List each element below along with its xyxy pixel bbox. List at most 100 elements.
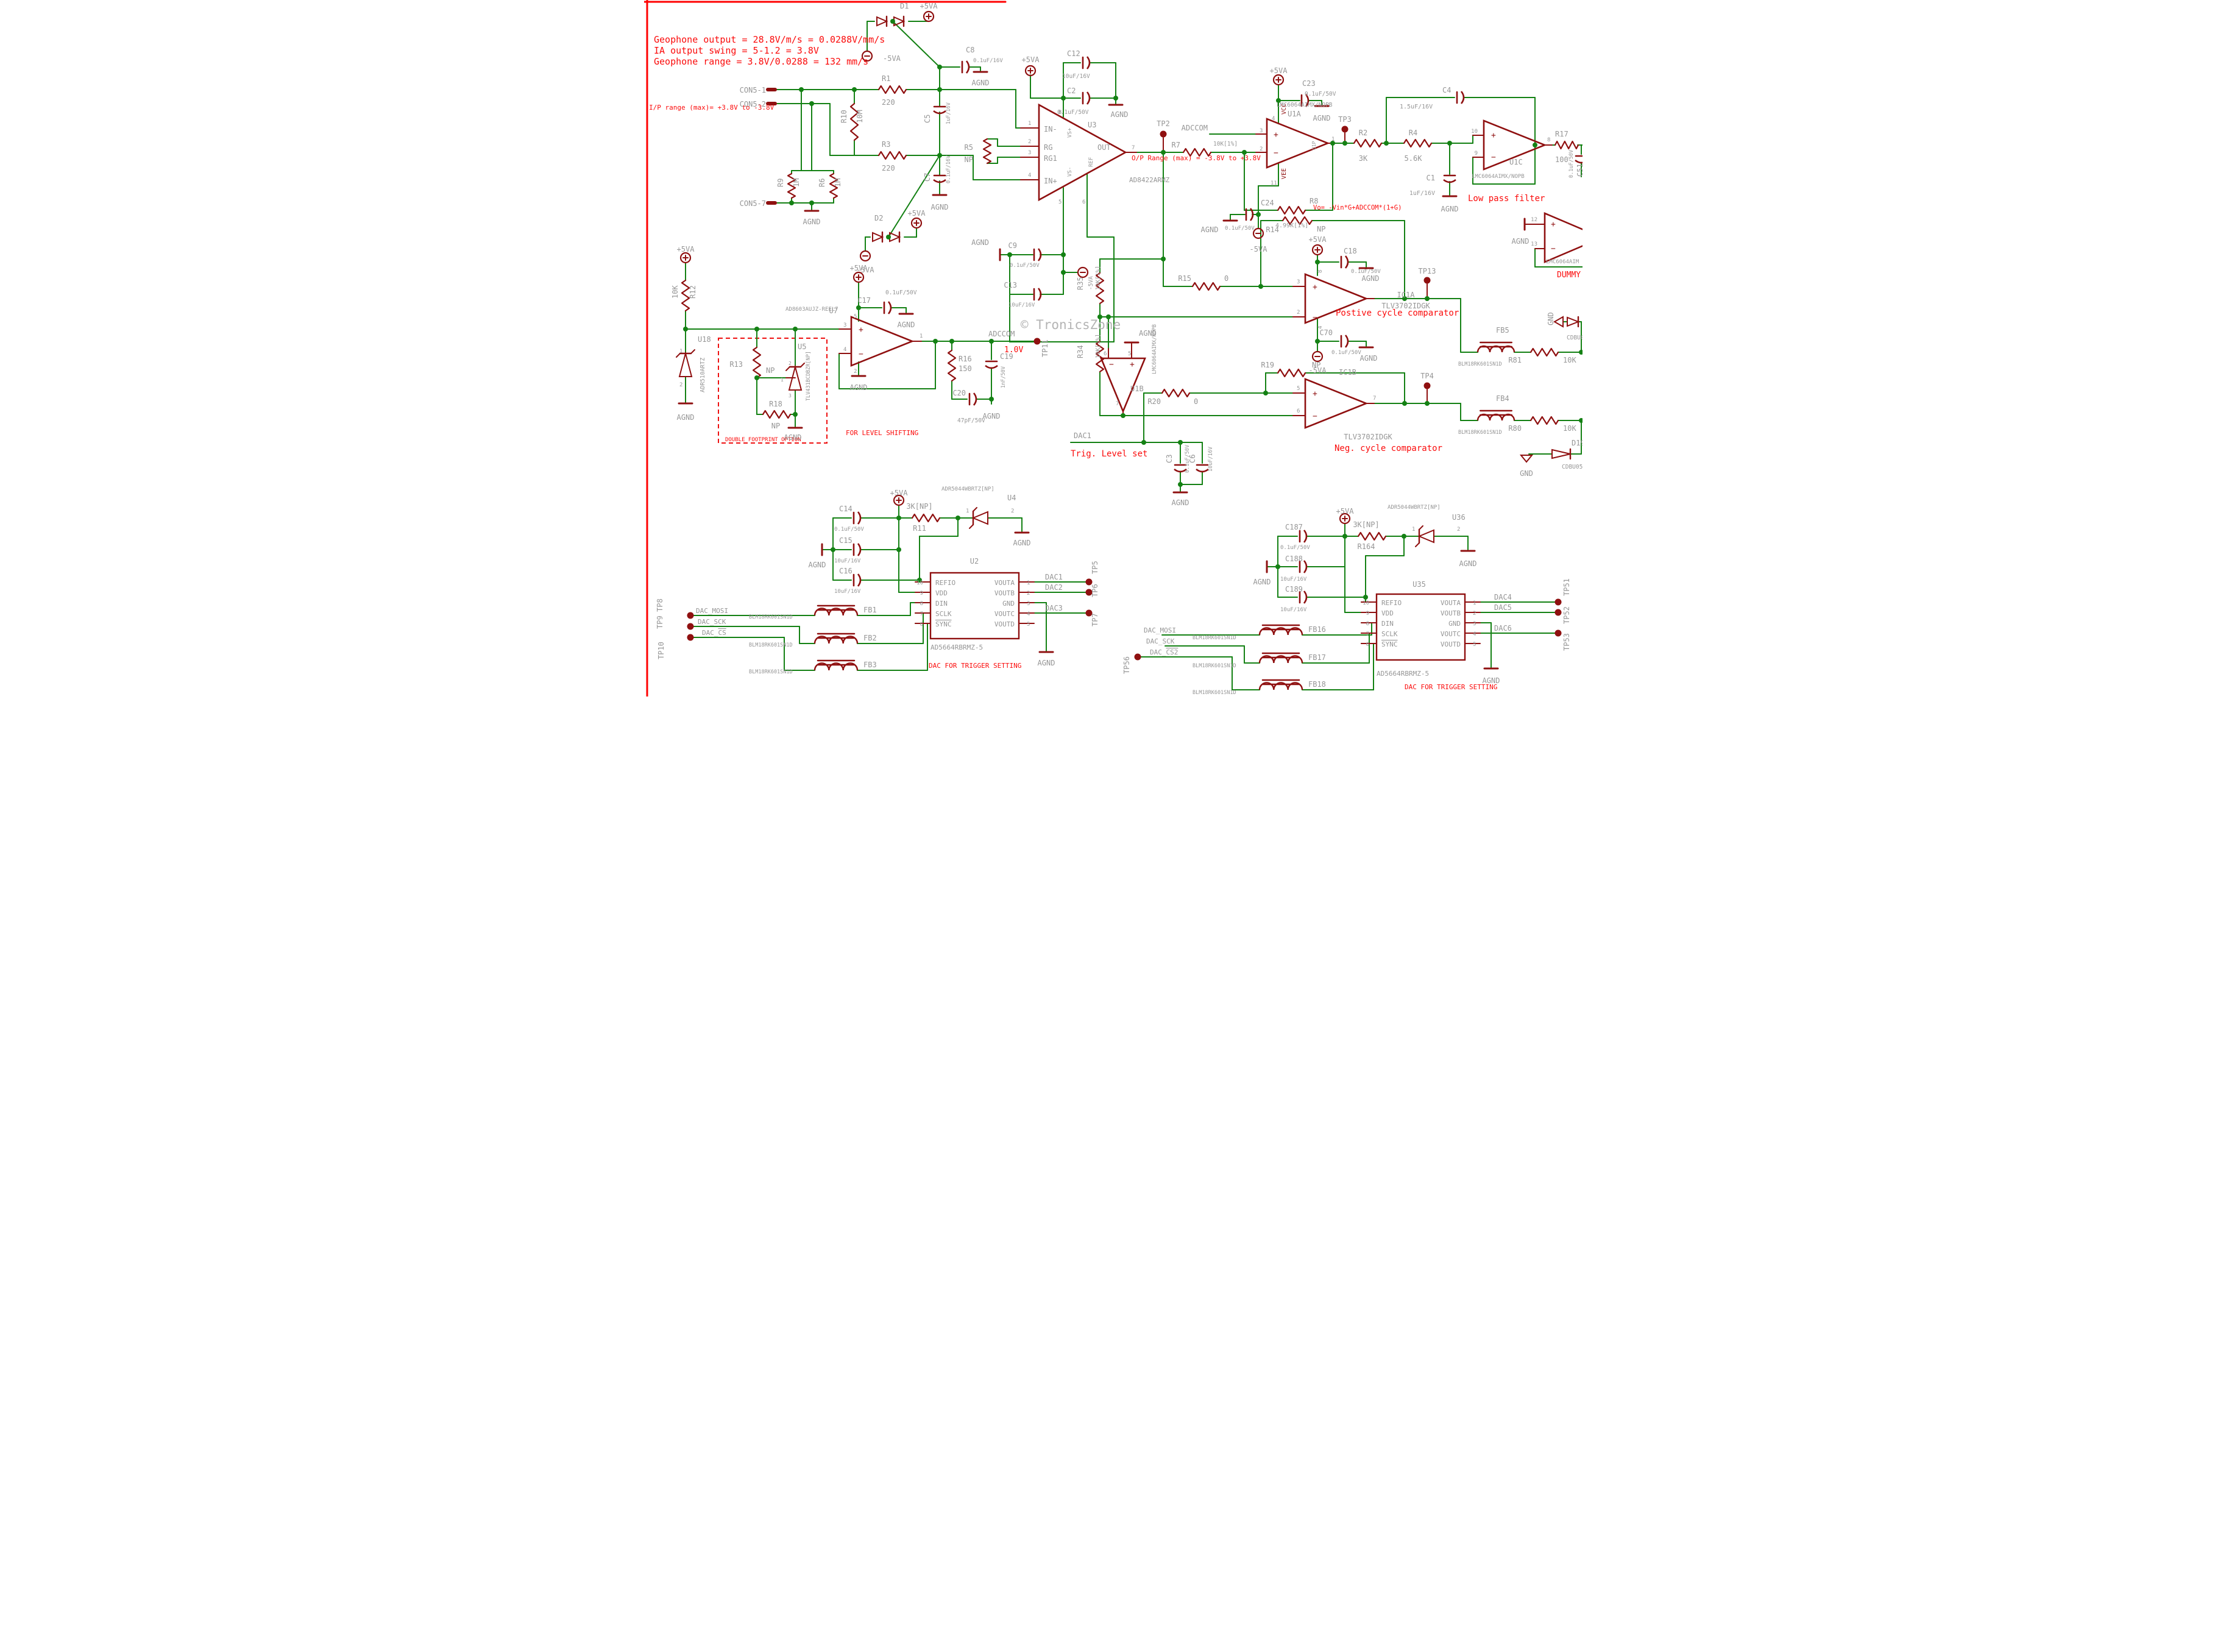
schematic-label: FOR LEVEL SHIFTING <box>846 429 918 437</box>
schematic-label: R7 <box>1171 141 1180 149</box>
schematic-label: 8 <box>1547 137 1550 143</box>
schematic-label: C13 <box>1004 281 1017 289</box>
gnd-icon <box>1553 316 1564 328</box>
capacitor-plate-curved <box>932 110 946 115</box>
schematic-label: GND <box>1002 600 1015 608</box>
resistor <box>911 513 940 523</box>
schematic-label: NP <box>771 422 779 430</box>
schematic-label: VOUTC <box>1440 630 1460 638</box>
schematic-label: +5VA <box>1021 55 1040 64</box>
capacitor-plate-curved <box>1303 560 1307 573</box>
junction-dot <box>1330 141 1335 146</box>
schematic-label: NP <box>766 366 774 375</box>
schematic-label: U36 <box>1452 513 1466 522</box>
capacitor-plate-curved <box>1344 255 1349 269</box>
ic-box <box>929 572 1019 640</box>
schematic-label: 3 <box>789 393 792 399</box>
schematic-label: IA output swing = 5-1.2 = 3.8V <box>654 45 819 56</box>
schematic-label: 3 <box>1028 150 1031 156</box>
schematic-label: 1 <box>1028 121 1031 127</box>
schematic-label: AGND <box>1200 225 1218 234</box>
schematic-label: C8 <box>966 46 974 54</box>
schematic-label: TP9 <box>656 615 664 629</box>
schematic-label: 0.1uF/50V <box>885 289 917 296</box>
wire <box>887 155 940 238</box>
vref-wing <box>1414 542 1420 547</box>
schematic-label: AGND <box>1013 539 1030 547</box>
testpoint-dot <box>1423 382 1430 389</box>
schematic-label: C6 <box>1188 455 1197 463</box>
schematic-label: 0.1uF/16V <box>946 155 952 183</box>
resistor <box>1554 140 1579 150</box>
opamp-triangle <box>1038 103 1127 202</box>
schematic-label: FB5 <box>1496 326 1509 335</box>
schematic-label: U1A <box>1288 110 1301 118</box>
schematic-label: 10 <box>1471 129 1478 135</box>
resistor <box>1353 138 1382 148</box>
schematic-label: 3 <box>1027 601 1030 607</box>
resistor <box>1529 347 1559 357</box>
schematic-label: 2 <box>1473 611 1476 617</box>
capacitor-plate-curved <box>1344 335 1349 348</box>
schematic-label: 0 <box>1194 397 1198 406</box>
schematic-label: CON5-2 <box>739 100 765 108</box>
schematic-label: VOUTA <box>1440 599 1460 607</box>
schematic-label: R6 <box>818 179 826 187</box>
schematic-label: 10K <box>671 285 679 299</box>
capacitor-plate-curved <box>1086 56 1090 69</box>
junction-dot <box>754 327 759 331</box>
schematic-label: TP53 <box>1562 633 1571 651</box>
schematic-label: 6 <box>920 622 923 628</box>
resistor <box>877 85 907 94</box>
schematic-label: 0.1uF/50V <box>1057 109 1089 116</box>
vref-triangle <box>971 511 988 525</box>
supply-plus-icon <box>852 271 864 283</box>
junction-dot <box>1424 296 1430 301</box>
schematic-label: GND <box>1547 312 1555 325</box>
resistor <box>829 172 838 199</box>
junction-dot <box>1255 212 1261 217</box>
schematic-label: 0.1uF/50V <box>1185 445 1191 473</box>
schematic-label: VOUTD <box>994 620 1014 628</box>
schematic-label: 10 <box>1363 600 1369 606</box>
schematic-label: 13 <box>1531 241 1537 247</box>
wire <box>891 21 940 68</box>
schematic-label: C1 <box>1426 174 1434 182</box>
junction-dot <box>792 327 798 331</box>
testpoint-dot <box>1033 338 1040 345</box>
schematic-label: TP7 <box>1091 613 1099 626</box>
schematic-label: 1nF/50V <box>1001 366 1007 388</box>
schematic-label: CDBU0520 <box>1567 335 1583 341</box>
schematic-label: AGND <box>971 238 989 247</box>
junction-dot <box>896 547 901 552</box>
junction-dot <box>916 578 922 583</box>
schematic-label: + <box>859 325 863 335</box>
schematic-label: VOUTD <box>1440 640 1460 648</box>
zener-wing <box>690 349 695 354</box>
schematic-label: 5 <box>1297 386 1300 392</box>
resistor <box>1529 416 1559 425</box>
schematic-label: FB4 <box>1496 394 1509 403</box>
double-footprint-box <box>717 338 828 444</box>
junction-dot <box>1097 314 1102 319</box>
opamp-triangle <box>1304 378 1369 429</box>
schematic-label: +5VA <box>907 209 926 218</box>
schematic-label: TP10 <box>657 642 665 659</box>
schematic-label: 1 <box>679 349 682 355</box>
schematic-label: U7 <box>829 307 837 315</box>
schematic-label: DAC_MOSI <box>1144 626 1176 634</box>
schematic-label: TP11 <box>1041 339 1049 357</box>
schematic-label: AGND <box>1171 498 1189 507</box>
schematic-label: FB16 <box>1308 625 1326 634</box>
ferrite-bead-coil <box>813 662 858 671</box>
capacitor-plate-curved <box>932 179 946 183</box>
junction-dot <box>1401 534 1406 539</box>
testpoint-dot <box>1085 609 1092 617</box>
resistor <box>762 409 791 419</box>
resistor <box>1095 340 1104 373</box>
junction-dot <box>1578 418 1583 423</box>
schematic-label: DAC_SCK <box>1146 637 1175 645</box>
junction-dot <box>1060 96 1066 101</box>
schematic-label: 4 <box>1027 611 1030 617</box>
schematic-canvas: Geophone output = 28.8V/m/s = 0.0288V/mm… <box>643 0 1583 697</box>
